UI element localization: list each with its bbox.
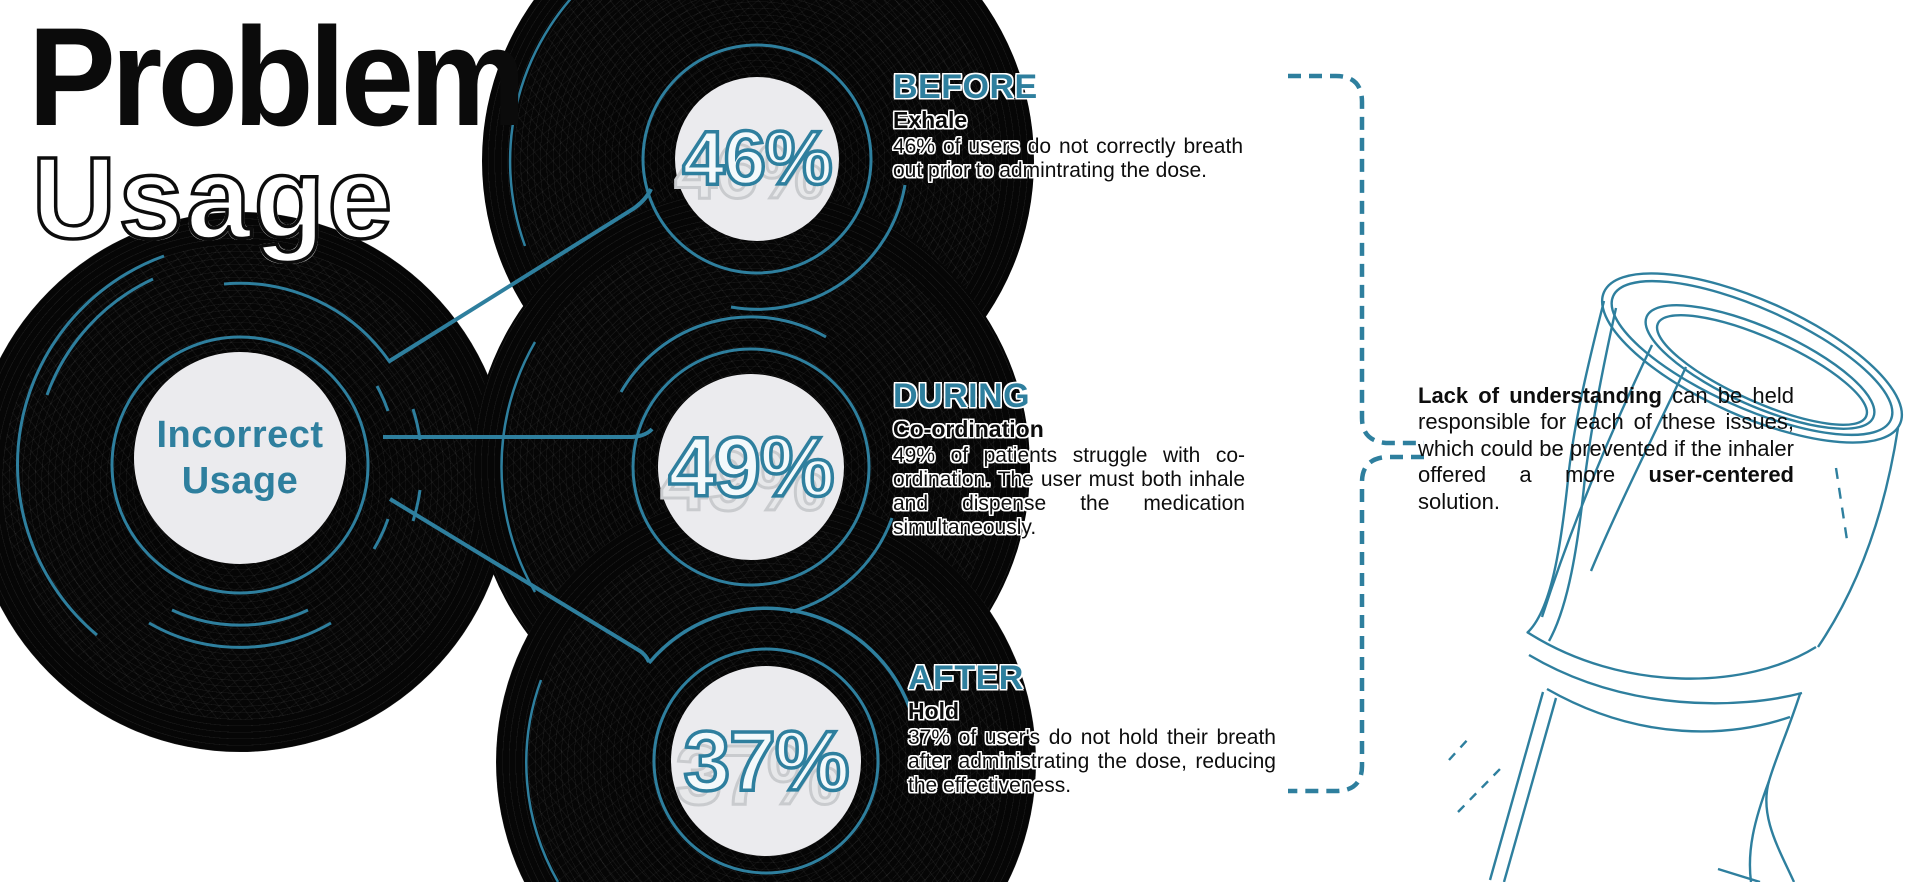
summary-tail: solution. (1418, 488, 1500, 514)
hub-label-line1: Incorrect (156, 413, 324, 456)
stat-action-subheading: Hold (908, 697, 960, 724)
hub-label: Incorrect Usage (156, 412, 323, 505)
dashed-brace-icon (1288, 73, 1424, 794)
stat-phase-heading: AFTER (908, 659, 1024, 697)
stat-circle-after: 37% 37% (671, 666, 861, 856)
stat-description: 46% of users do not correctly breath out… (893, 134, 1243, 182)
summary-paragraph: Lack of understanding can be held respon… (1418, 383, 1794, 515)
stat-block-before: BEFORE Exhale 46% of users do not correc… (893, 68, 1243, 183)
stat-circle-before: 46% 46% (673, 77, 839, 241)
stat-value: 46% (681, 116, 835, 201)
stat-phase-heading: DURING (893, 377, 1031, 415)
stat-value: 37% (682, 714, 852, 808)
stat-value-before: 46% 46% (673, 77, 839, 241)
hub-circle: Incorrect Usage (134, 352, 346, 564)
stat-block-after: AFTER Hold 37% of user's do not hold the… (908, 659, 1276, 798)
stat-description: 37% of user's do not hold their breath a… (908, 725, 1276, 798)
stat-circle-during: 49% 49% (658, 374, 844, 560)
stat-action-subheading: Co-ordination (893, 415, 1044, 442)
stat-value-during: 49% 49% (658, 374, 844, 560)
stat-description: 49% of patients struggle with co-ordinat… (893, 443, 1245, 540)
stat-action-subheading: Exhale (893, 106, 968, 133)
stat-value-after: 37% 37% (671, 666, 861, 856)
hub-label-line2: Usage (181, 460, 299, 502)
inhaler-line-art-icon (1448, 272, 1904, 882)
stat-phase-heading: BEFORE (893, 68, 1038, 106)
page-title-usage: Usage (30, 133, 396, 263)
summary-bold-lead: Lack of understanding (1418, 383, 1662, 408)
stat-value: 49% (667, 420, 837, 514)
summary-bold-mid: user-centered (1648, 462, 1794, 488)
page-title-problem: Problem (28, 0, 526, 155)
stat-block-during: DURING Co-ordination 49% of patients str… (893, 377, 1245, 540)
